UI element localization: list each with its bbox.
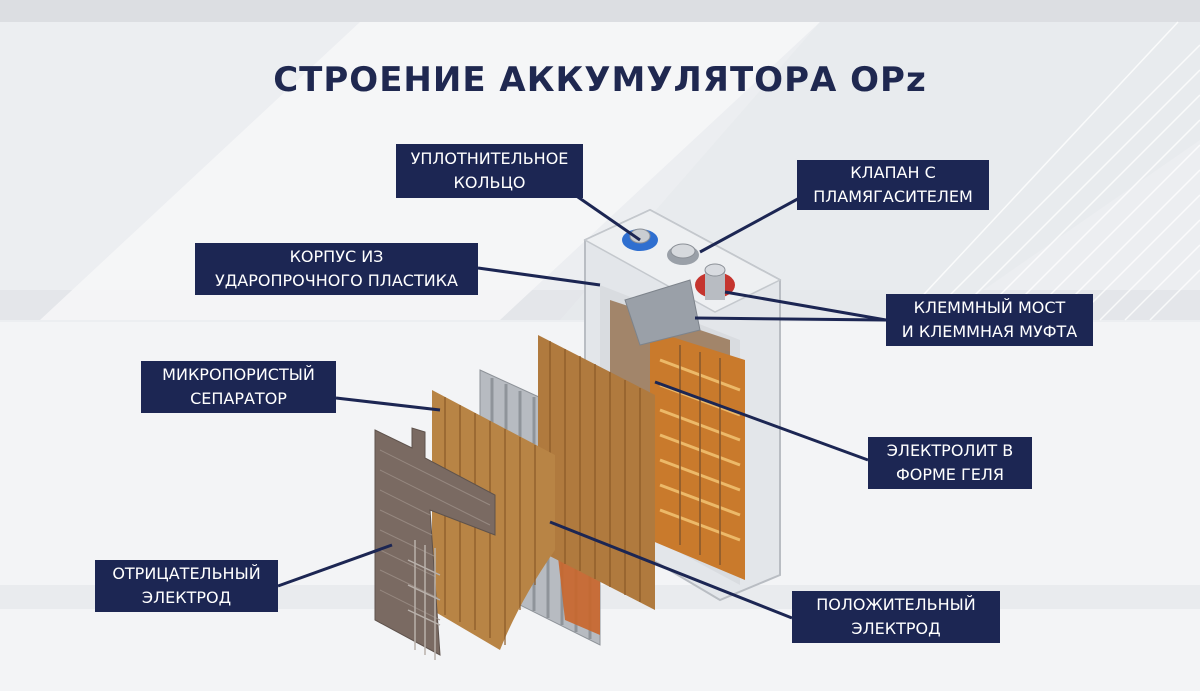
- label-valve-line1: КЛАПАН С: [850, 163, 936, 182]
- label-case-line1: КОРПУС ИЗ: [289, 247, 384, 266]
- label-positive-line2: ЭЛЕКТРОД: [851, 619, 941, 638]
- label-terminal-line2: И КЛЕММНАЯ МУФТА: [901, 322, 1078, 341]
- leader-lines: [277, 193, 887, 620]
- label-seal-ring: УПЛОТНИТЕЛЬНОЕ КОЛЬЦО: [396, 144, 583, 198]
- label-case: КОРПУС ИЗ УДАРОПРОЧНОГО ПЛАСТИКА: [195, 243, 478, 295]
- label-terminal-line1: КЛЕММНЫЙ МОСТ: [913, 298, 1066, 317]
- label-seal-ring-line1: УПЛОТНИТЕЛЬНОЕ: [410, 149, 569, 168]
- label-positive-line1: ПОЛОЖИТЕЛЬНЫЙ: [816, 595, 976, 614]
- label-separator-line1: МИКРОПОРИСТЫЙ: [162, 365, 315, 384]
- negative-electrode-plate: [374, 427, 496, 660]
- label-negative-electrode: ОТРИЦАТЕЛЬНЫЙ ЭЛЕКТРОД: [95, 560, 278, 612]
- separator-sheet: [538, 335, 655, 610]
- label-case-line2: УДАРОПРОЧНОГО ПЛАСТИКА: [215, 271, 458, 290]
- page-title: СТРОЕНИЕ АККУМУЛЯТОРА OPz: [273, 60, 927, 100]
- label-negative-line1: ОТРИЦАТЕЛЬНЫЙ: [112, 564, 261, 583]
- label-electrolyte-line2: ФОРМЕ ГЕЛЯ: [895, 465, 1005, 484]
- label-seal-ring-line2: КОЛЬЦО: [453, 173, 526, 192]
- label-valve-line2: ПЛАМЯГАСИТЕЛЕМ: [813, 187, 973, 206]
- label-separator-line2: СЕПАРАТОР: [190, 389, 287, 408]
- label-electrolyte-line1: ЭЛЕКТРОЛИТ В: [886, 441, 1014, 460]
- label-electrolyte: ЭЛЕКТРОЛИТ В ФОРМЕ ГЕЛЯ: [868, 437, 1032, 489]
- label-negative-line2: ЭЛЕКТРОД: [141, 588, 232, 607]
- label-valve: КЛАПАН С ПЛАМЯГАСИТЕЛЕМ: [797, 160, 989, 210]
- label-positive-electrode: ПОЛОЖИТЕЛЬНЫЙ ЭЛЕКТРОД: [792, 591, 1000, 643]
- label-separator: МИКРОПОРИСТЫЙ СЕПАРАТОР: [141, 361, 336, 413]
- label-terminal: КЛЕММНЫЙ МОСТ И КЛЕММНАЯ МУФТА: [886, 294, 1093, 346]
